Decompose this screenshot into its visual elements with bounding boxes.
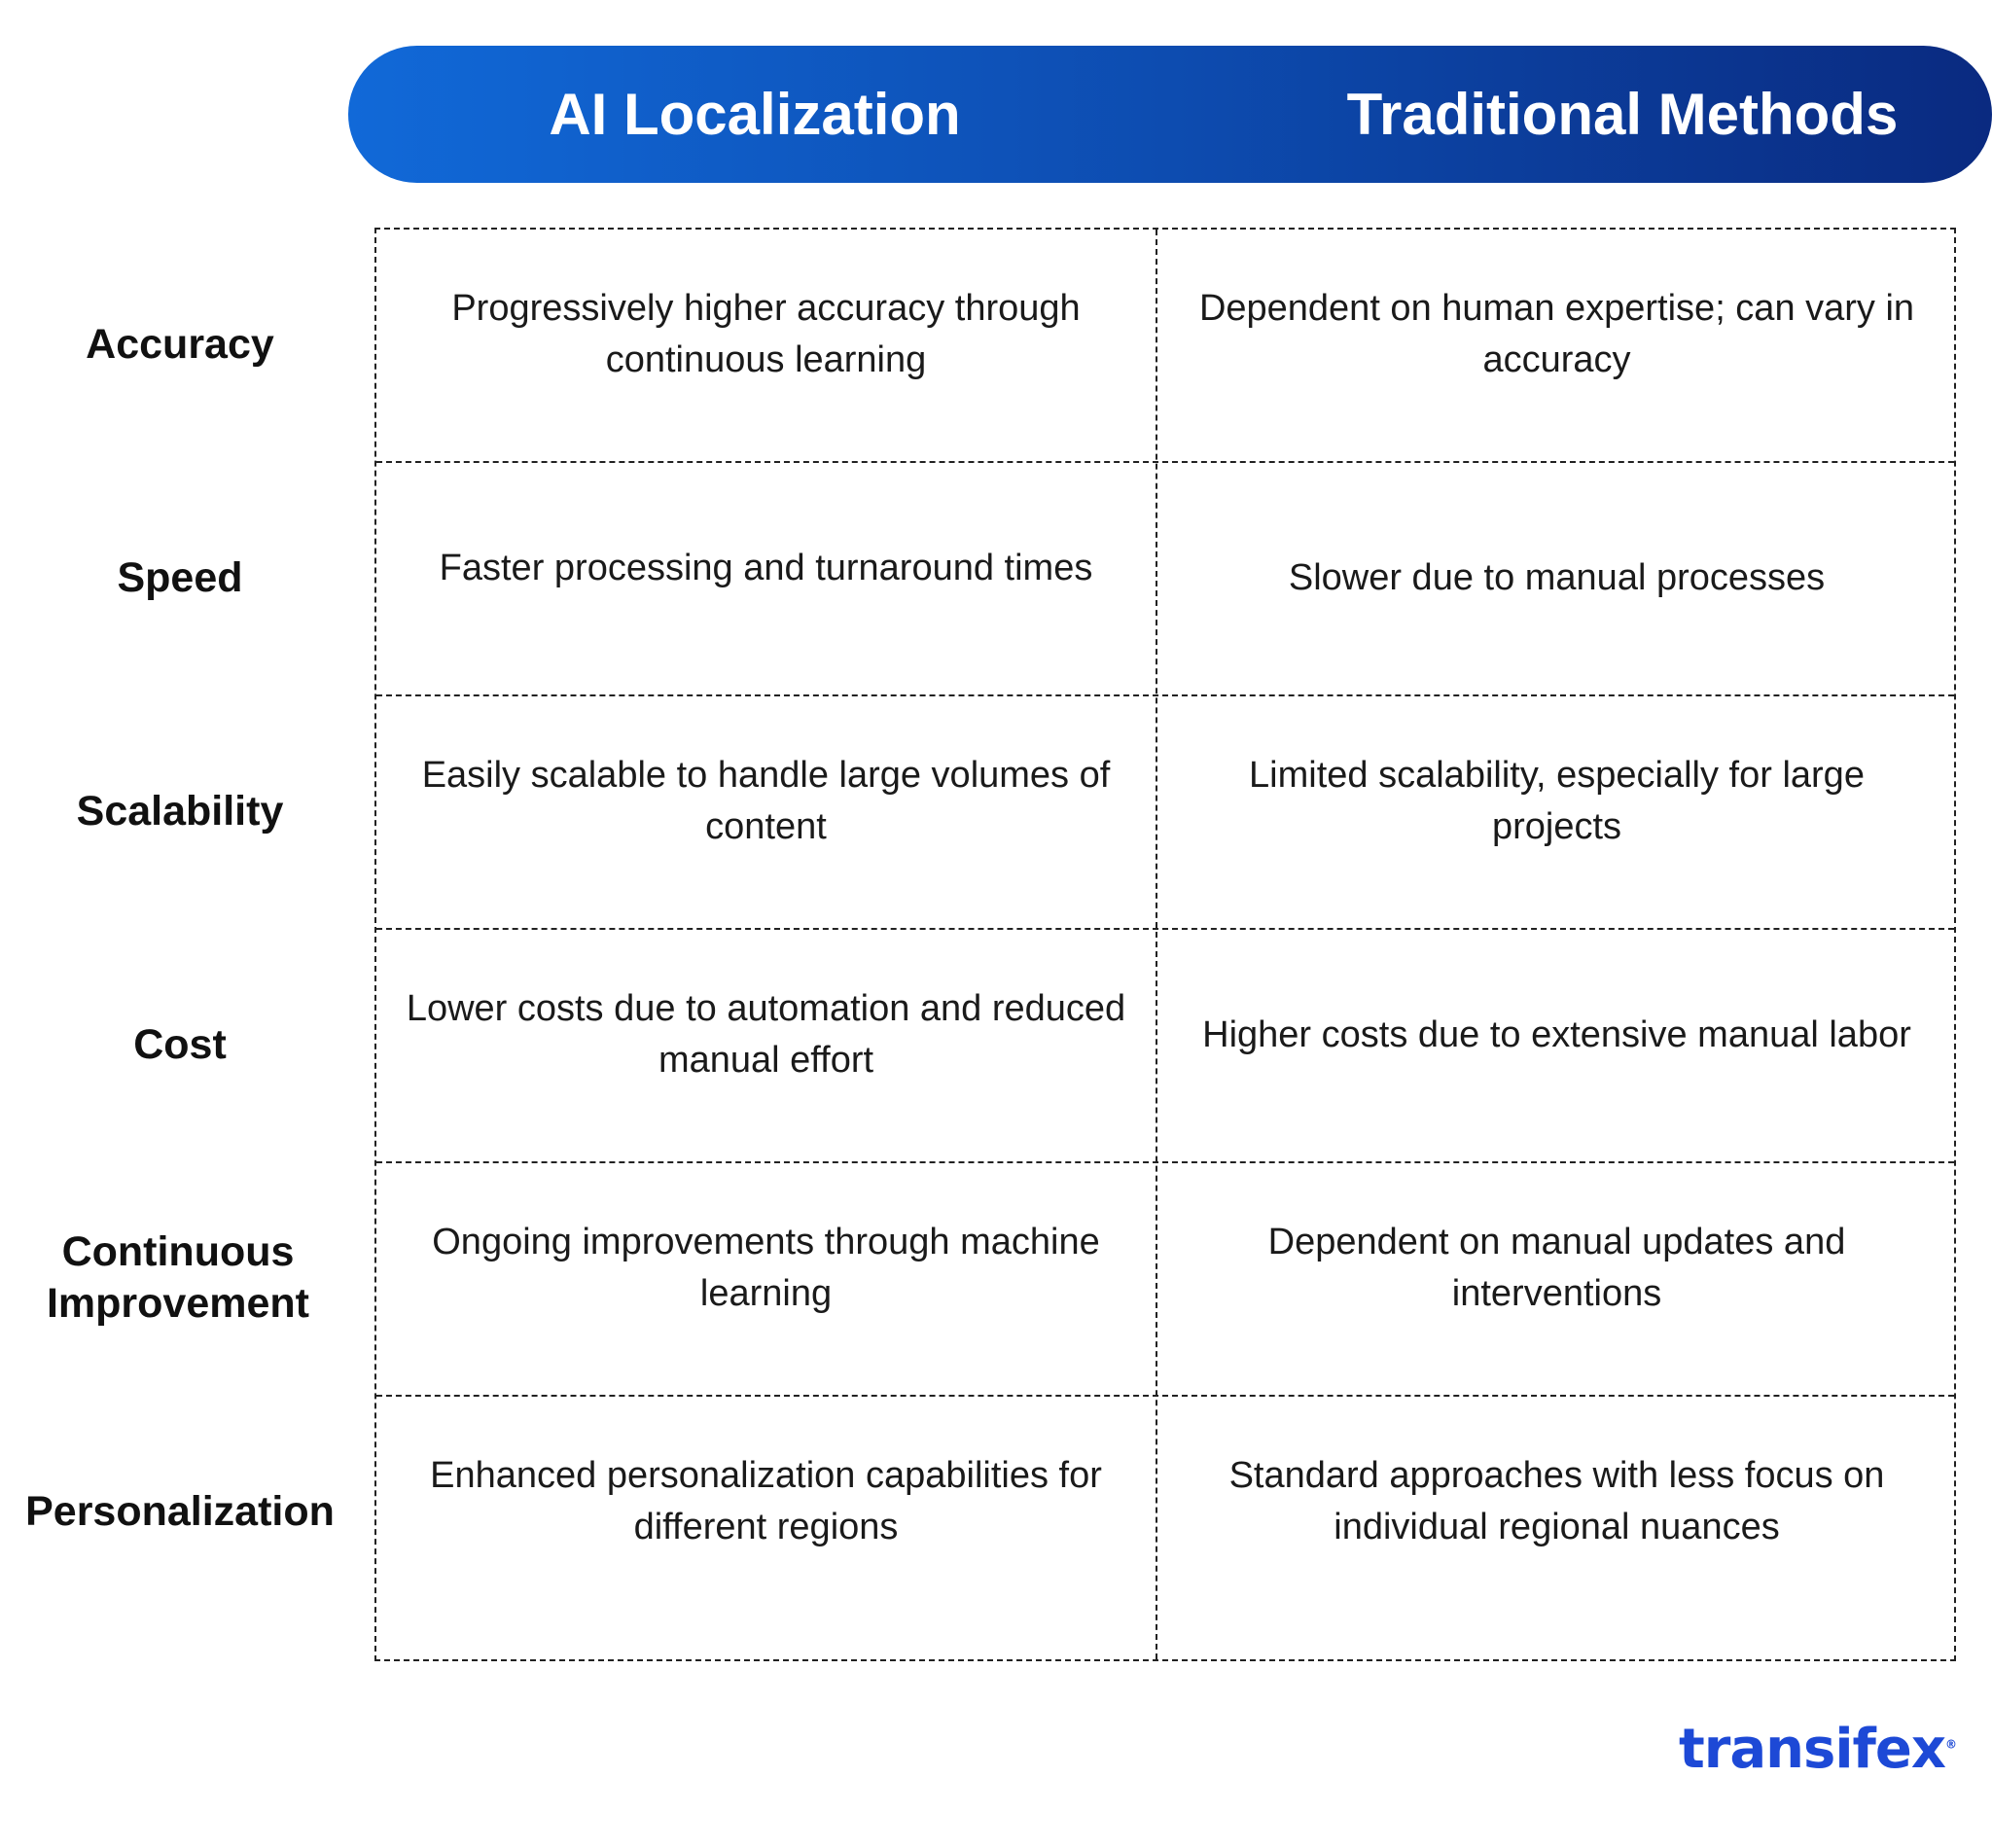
row-label-cost: Cost xyxy=(133,1020,227,1068)
cell-traditional-cost: Higher costs due to extensive manual lab… xyxy=(1202,1013,1911,1055)
row-divider xyxy=(376,694,1954,696)
row-divider xyxy=(376,461,1954,463)
row-label-accuracy: Accuracy xyxy=(86,320,274,368)
cell-traditional-accuracy: Dependent on human expertise; can vary i… xyxy=(1198,288,1915,380)
brand-name: transifex xyxy=(1678,1718,1946,1781)
row-divider xyxy=(376,1161,1954,1163)
row-label-speed: Speed xyxy=(117,553,243,601)
cell-ai-personalization: Enhanced personalization capabilities fo… xyxy=(430,1455,1102,1547)
column-divider xyxy=(1156,230,1157,1659)
brand-registered-mark: ® xyxy=(1945,1737,1957,1752)
header-traditional-methods: Traditional Methods xyxy=(1346,82,1899,147)
row-divider xyxy=(376,928,1954,930)
cell-traditional-speed: Slower due to manual processes xyxy=(1288,556,1826,598)
cell-ai-continuous-improvement: Ongoing improvements through machine lea… xyxy=(432,1222,1100,1314)
cell-traditional-continuous-improvement: Dependent on manual updates and interven… xyxy=(1267,1222,1846,1314)
header-ai-localization: AI Localization xyxy=(549,82,961,147)
row-label-personalization: Personalization xyxy=(25,1487,335,1535)
row-label-scalability: Scalability xyxy=(76,787,284,835)
transifex-logo: transifex® xyxy=(1679,1718,1957,1781)
cell-ai-scalability: Easily scalable to handle large volumes … xyxy=(421,755,1111,847)
column-header-bar: AI Localization Traditional Methods xyxy=(348,46,1992,183)
cell-traditional-personalization: Standard approaches with less focus on i… xyxy=(1228,1455,1885,1547)
row-label-continuous-improvement: Continuous Improvement xyxy=(46,1228,309,1327)
cell-ai-cost: Lower costs due to automation and reduce… xyxy=(406,988,1126,1081)
cell-traditional-scalability: Limited scalability, especially for larg… xyxy=(1249,755,1865,847)
cell-ai-accuracy: Progressively higher accuracy through co… xyxy=(451,288,1081,380)
comparison-table: Progressively higher accuracy through co… xyxy=(374,228,1956,1661)
row-divider xyxy=(376,1395,1954,1397)
cell-ai-speed: Faster processing and turnaround times xyxy=(439,547,1093,588)
